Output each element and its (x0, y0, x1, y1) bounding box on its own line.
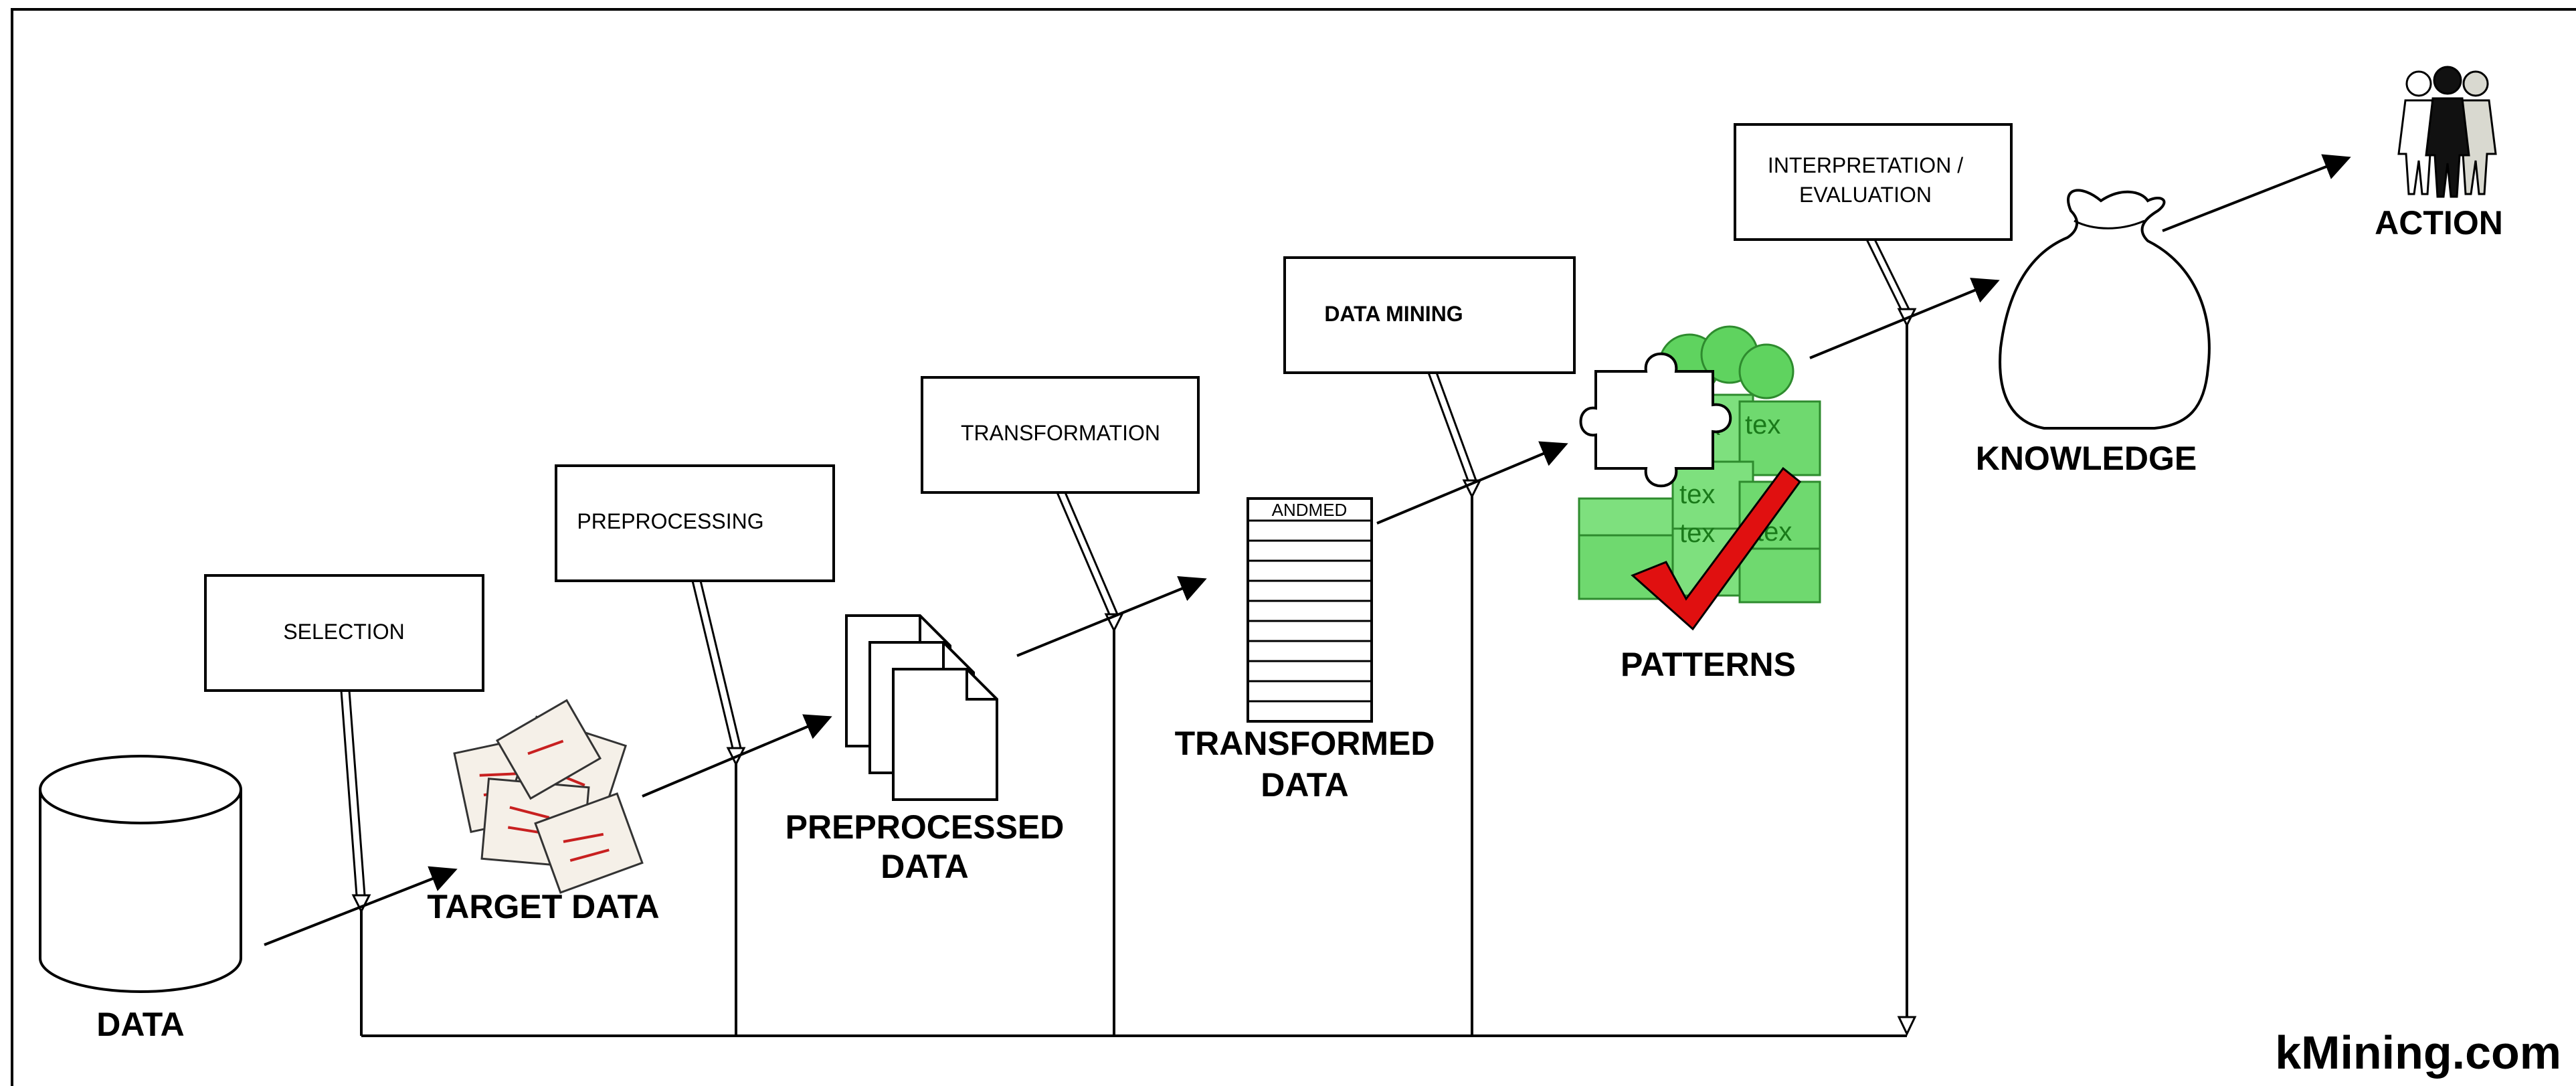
step-interpretation-label-2: EVALUATION (1799, 183, 1932, 207)
table-header-label: ANDMED (1272, 500, 1348, 520)
stage-patterns-label: PATTERNS (1621, 646, 1796, 683)
database-icon (39, 755, 242, 993)
people-icon (2397, 66, 2497, 198)
feedback-arrowhead (1897, 1016, 1917, 1036)
diagram-frame (11, 8, 2576, 1086)
step-selection-label: SELECTION (283, 620, 404, 644)
stage-action-label: ACTION (2375, 204, 2503, 242)
knowledge-bag-icon (1999, 189, 2211, 430)
step-data-mining-label: DATA MINING (1324, 302, 1463, 326)
stage-transformed-label-1: TRANSFORMED (1175, 725, 1435, 762)
step-preprocessing-label: PREPROCESSING (577, 509, 763, 533)
stage-data-label: DATA (96, 1006, 184, 1043)
step-data-mining: DATA MINING (1283, 256, 1576, 499)
step-interpretation-label-1: INTERPRETATION / (1768, 153, 1963, 177)
flow-arrow-2 (642, 714, 832, 798)
step-transformation-label: TRANSFORMATION (961, 421, 1160, 445)
brand-watermark: kMining.com (2275, 1026, 2561, 1079)
stage-transformed-label-2: DATA (1261, 766, 1348, 804)
stage-knowledge-label: KNOWLEDGE (1976, 440, 2197, 477)
flow-arrow-3 (1016, 576, 1207, 657)
flow-arrow-6 (2162, 154, 2351, 232)
flow-arrow-1 (264, 866, 458, 946)
table-icon: ANDMED (1247, 497, 1373, 723)
step-transformation: TRANSFORMATION (921, 376, 1200, 633)
flow-arrow-5 (1809, 278, 2000, 359)
cube-text-3: tex (1679, 480, 1715, 509)
cube-text-2: tex (1745, 410, 1780, 440)
puzzle-piece-icon (1579, 352, 1732, 488)
step-interpretation: INTERPRETATION / EVALUATION (1734, 123, 2013, 328)
stage-target-data-label: TARGET DATA (427, 888, 659, 925)
checkmark-icon (1631, 466, 1802, 631)
step-selection: SELECTION (204, 574, 484, 914)
stage-preprocessed-label-2: DATA (881, 848, 968, 885)
step-preprocessing: PREPROCESSING (555, 464, 835, 767)
stage-preprocessed-label-1: PREPROCESSED (786, 808, 1065, 846)
documents-stack-icon (453, 699, 644, 894)
flow-arrow-4 (1376, 441, 1568, 525)
pages-icon (845, 614, 998, 801)
cube-text-5: tex (1679, 519, 1715, 548)
